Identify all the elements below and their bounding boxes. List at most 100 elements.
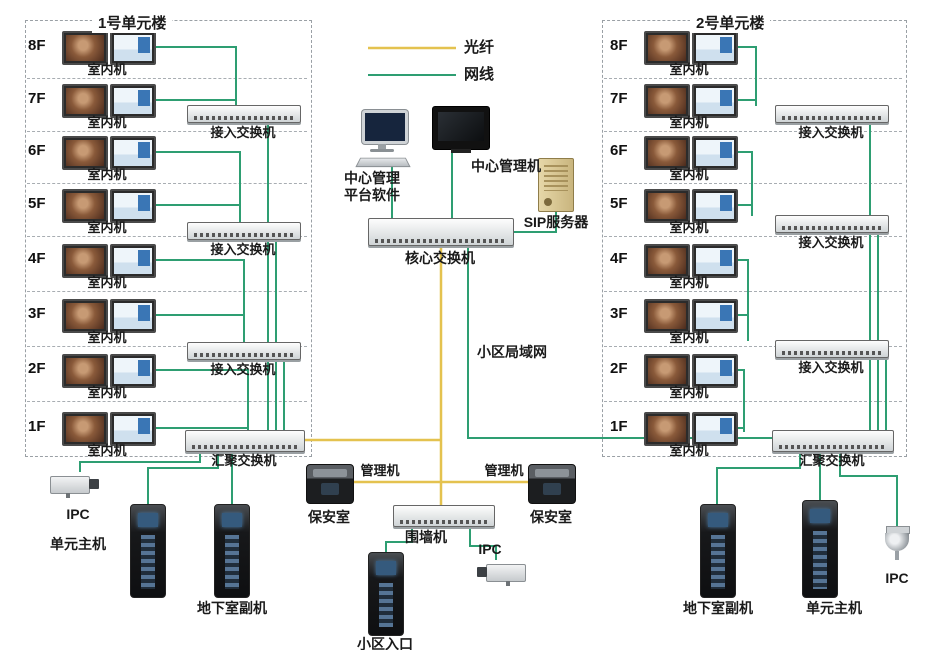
indoor-monitor-ui-view <box>110 299 156 333</box>
floor-divider <box>27 183 307 184</box>
floor-divider <box>604 131 902 132</box>
floor-divider <box>27 236 307 237</box>
indoor-monitor-camera-view <box>62 31 108 65</box>
floor-label: 4F <box>28 250 46 267</box>
indoor-monitor-camera-view <box>644 412 690 446</box>
monitor-screen <box>648 193 686 219</box>
indoor-monitor-camera-view <box>644 299 690 333</box>
floor-divider <box>604 346 902 347</box>
floor-label: 2F <box>28 360 46 377</box>
indoor-monitor-camera-view <box>62 412 108 446</box>
ipc-camera <box>474 560 526 586</box>
floor-divider <box>604 401 902 402</box>
aggregation-switch-label: 汇聚交换机 <box>211 453 277 468</box>
unit-main-label: 单元主机 <box>50 536 106 552</box>
camera-dome-icon <box>885 533 909 551</box>
floor-row: 1F 室内机 <box>606 412 756 462</box>
indoor-monitor-camera-view <box>644 354 690 388</box>
floor-row: 3F 室内机 <box>606 299 756 349</box>
unit-main-label: 单元主机 <box>806 600 862 616</box>
floor-row: 7F 室内机 <box>24 84 174 134</box>
floor-row: 2F 室内机 <box>606 354 756 404</box>
floor-label: 1F <box>610 418 628 435</box>
monitor-screen <box>66 193 104 219</box>
core-switch-label: 核心交换机 <box>405 250 475 266</box>
legend-cable-label: 网线 <box>464 66 495 83</box>
guard-room-label: 保安室 <box>530 509 572 525</box>
core-switch <box>368 218 514 246</box>
basement-sub-label: 地下室副机 <box>197 600 267 616</box>
management-platform-pc <box>352 110 412 168</box>
community-lan-label: 小区局域网 <box>477 344 547 360</box>
floor-row: 6F 室内机 <box>606 136 756 186</box>
indoor-unit-label: 室内机 <box>87 167 127 182</box>
indoor-monitor-camera-view <box>62 244 108 278</box>
legend-fiber-label: 光纤 <box>464 39 495 56</box>
access-switch <box>775 215 889 233</box>
monitor-screen <box>648 303 686 329</box>
floor-label: 5F <box>28 195 46 212</box>
monitor-screen <box>696 35 734 61</box>
aggregation-switch <box>772 430 894 452</box>
access-switch-label: 接入交换机 <box>210 362 276 377</box>
entrance-door-station <box>368 552 404 636</box>
floor-divider <box>27 401 307 402</box>
floor-label: 3F <box>610 305 628 322</box>
indoor-monitor-ui-view <box>110 412 156 446</box>
camera-body <box>50 476 90 494</box>
indoor-monitor-ui-view <box>110 354 156 388</box>
monitor-screen <box>66 248 104 274</box>
ipc-camera <box>50 472 102 498</box>
floor-label: 7F <box>610 90 628 107</box>
indoor-monitor-camera-view <box>644 189 690 223</box>
indoor-monitor-ui-view <box>110 31 156 65</box>
indoor-monitor-camera-view <box>62 299 108 333</box>
monitor-screen <box>696 140 734 166</box>
monitor-screen <box>696 416 734 442</box>
aggregation-switch <box>185 430 305 452</box>
floor-label: 2F <box>610 360 628 377</box>
floor-row: 4F 室内机 <box>606 244 756 294</box>
indoor-monitor-camera-view <box>62 136 108 170</box>
monitor-screen <box>114 35 152 61</box>
floor-label: 3F <box>28 305 46 322</box>
indoor-monitor-ui-view <box>110 136 156 170</box>
access-switch <box>187 342 301 360</box>
monitor-screen <box>696 303 734 329</box>
basement-sub-label: 地下室副机 <box>683 600 753 616</box>
ipc-label: IPC <box>478 541 502 557</box>
central-management-host <box>432 106 490 153</box>
floor-divider <box>27 346 307 347</box>
camera-mount <box>66 493 70 498</box>
indoor-unit-label: 室内机 <box>669 115 709 130</box>
indoor-monitor-camera-view <box>644 31 690 65</box>
monitor-screen <box>696 193 734 219</box>
floor-divider <box>604 78 902 79</box>
platform-label-line1: 中心管理 <box>344 170 400 186</box>
management-machine-label: 管理机 <box>484 463 524 478</box>
access-switch-label: 接入交换机 <box>210 125 276 140</box>
monitor-screen <box>114 193 152 219</box>
indoor-monitor-ui-view <box>692 31 738 65</box>
pc-stand <box>378 144 386 149</box>
access-switch-label: 接入交换机 <box>798 235 864 250</box>
access-switch <box>775 105 889 123</box>
central-management-host-label: 中心管理机 <box>471 158 541 174</box>
floor-row: 3F 室内机 <box>24 299 174 349</box>
indoor-unit-label: 室内机 <box>669 220 709 235</box>
unit-main-station <box>802 500 838 598</box>
indoor-monitor-ui-view <box>110 189 156 223</box>
indoor-monitor-ui-view <box>692 299 738 333</box>
monitor-screen <box>66 140 104 166</box>
monitor-screen <box>66 303 104 329</box>
indoor-unit-label: 室内机 <box>669 62 709 77</box>
indoor-unit-label: 室内机 <box>87 115 127 130</box>
indoor-monitor-camera-view <box>644 136 690 170</box>
indoor-unit-label: 室内机 <box>87 385 127 400</box>
sip-server-label: SIP服务器 <box>523 214 589 230</box>
floor-label: 5F <box>610 195 628 212</box>
floor-label: 8F <box>610 37 628 54</box>
access-switch-label: 接入交换机 <box>798 125 864 140</box>
aggregation-switch-label: 汇聚交换机 <box>799 453 865 468</box>
monitor-screen <box>66 35 104 61</box>
